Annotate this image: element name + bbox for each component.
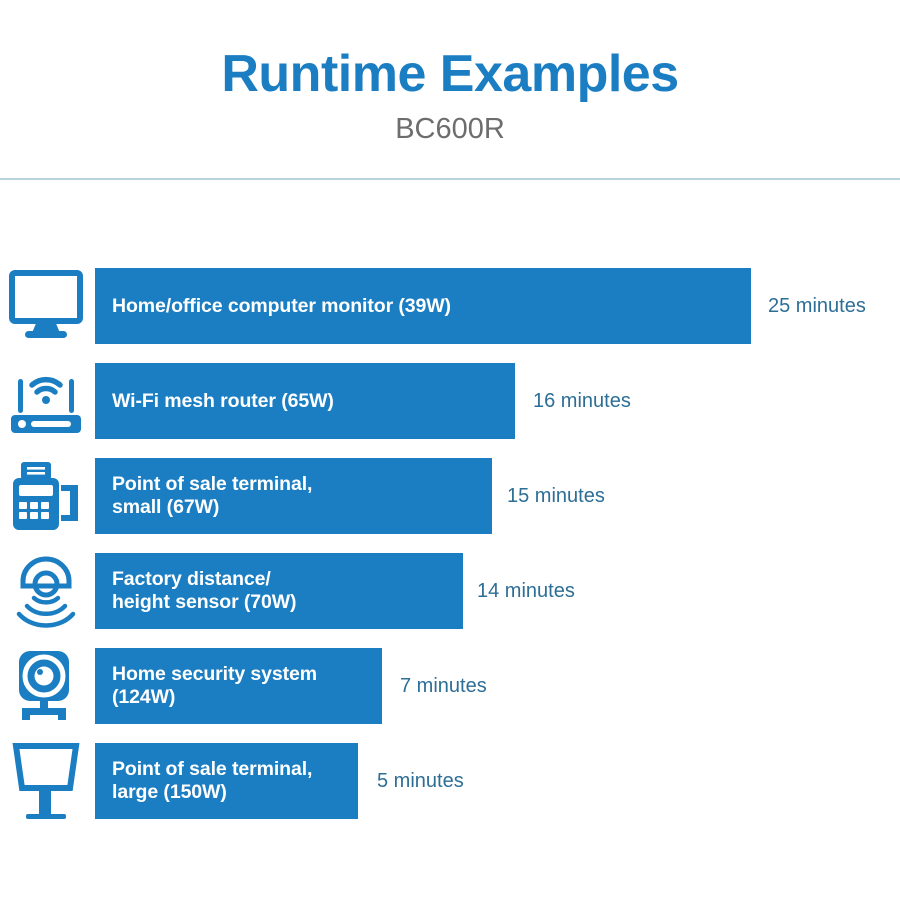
- bar-label: Wi-Fi mesh router (65W): [112, 389, 334, 412]
- runtime-value: 25 minutes: [768, 295, 866, 317]
- security-camera-icon: [4, 644, 88, 728]
- runtime-bar: Home/office computer monitor (39W): [95, 268, 751, 344]
- runtime-bar: Home security system (124W): [95, 648, 382, 724]
- distance-sensor-icon: [4, 549, 88, 633]
- chart-row: Home security system (124W) 7 minutes: [0, 648, 900, 724]
- wifi-router-icon: [4, 359, 88, 443]
- pos-terminal-small-icon: [4, 454, 88, 538]
- runtime-bar: Factory distance/ height sensor (70W): [95, 553, 463, 629]
- bar-label: Point of sale terminal, small (67W): [112, 473, 313, 518]
- runtime-value: 5 minutes: [377, 770, 464, 792]
- runtime-value: 14 minutes: [477, 580, 575, 602]
- page-title: Runtime Examples: [221, 45, 679, 103]
- runtime-value: 7 minutes: [400, 675, 487, 697]
- header: Runtime Examples BC600R: [0, 0, 900, 146]
- chart-row: Factory distance/ height sensor (70W) 14…: [0, 553, 900, 629]
- chart-row: Point of sale terminal, large (150W) 5 m…: [0, 743, 900, 819]
- runtime-bar: Wi-Fi mesh router (65W): [95, 363, 515, 439]
- bar-label: Home security system (124W): [112, 663, 318, 708]
- header-divider: [0, 178, 900, 180]
- chart-row: Home/office computer monitor (39W) 25 mi…: [0, 268, 900, 344]
- bar-label: Point of sale terminal, large (150W): [112, 758, 313, 803]
- pos-kiosk-large-icon: [4, 739, 88, 823]
- runtime-value: 15 minutes: [507, 485, 605, 507]
- chart-row: Point of sale terminal, small (67W) 15 m…: [0, 458, 900, 534]
- runtime-bar-chart: Home/office computer monitor (39W) 25 mi…: [0, 268, 900, 838]
- monitor-icon: [4, 264, 88, 348]
- chart-row: Wi-Fi mesh router (65W) 16 minutes: [0, 363, 900, 439]
- page-subtitle: BC600R: [395, 113, 505, 146]
- runtime-bar: Point of sale terminal, small (67W): [95, 458, 492, 534]
- bar-label: Factory distance/ height sensor (70W): [112, 568, 297, 613]
- runtime-value: 16 minutes: [533, 390, 631, 412]
- bar-label: Home/office computer monitor (39W): [112, 294, 451, 317]
- runtime-bar: Point of sale terminal, large (150W): [95, 743, 358, 819]
